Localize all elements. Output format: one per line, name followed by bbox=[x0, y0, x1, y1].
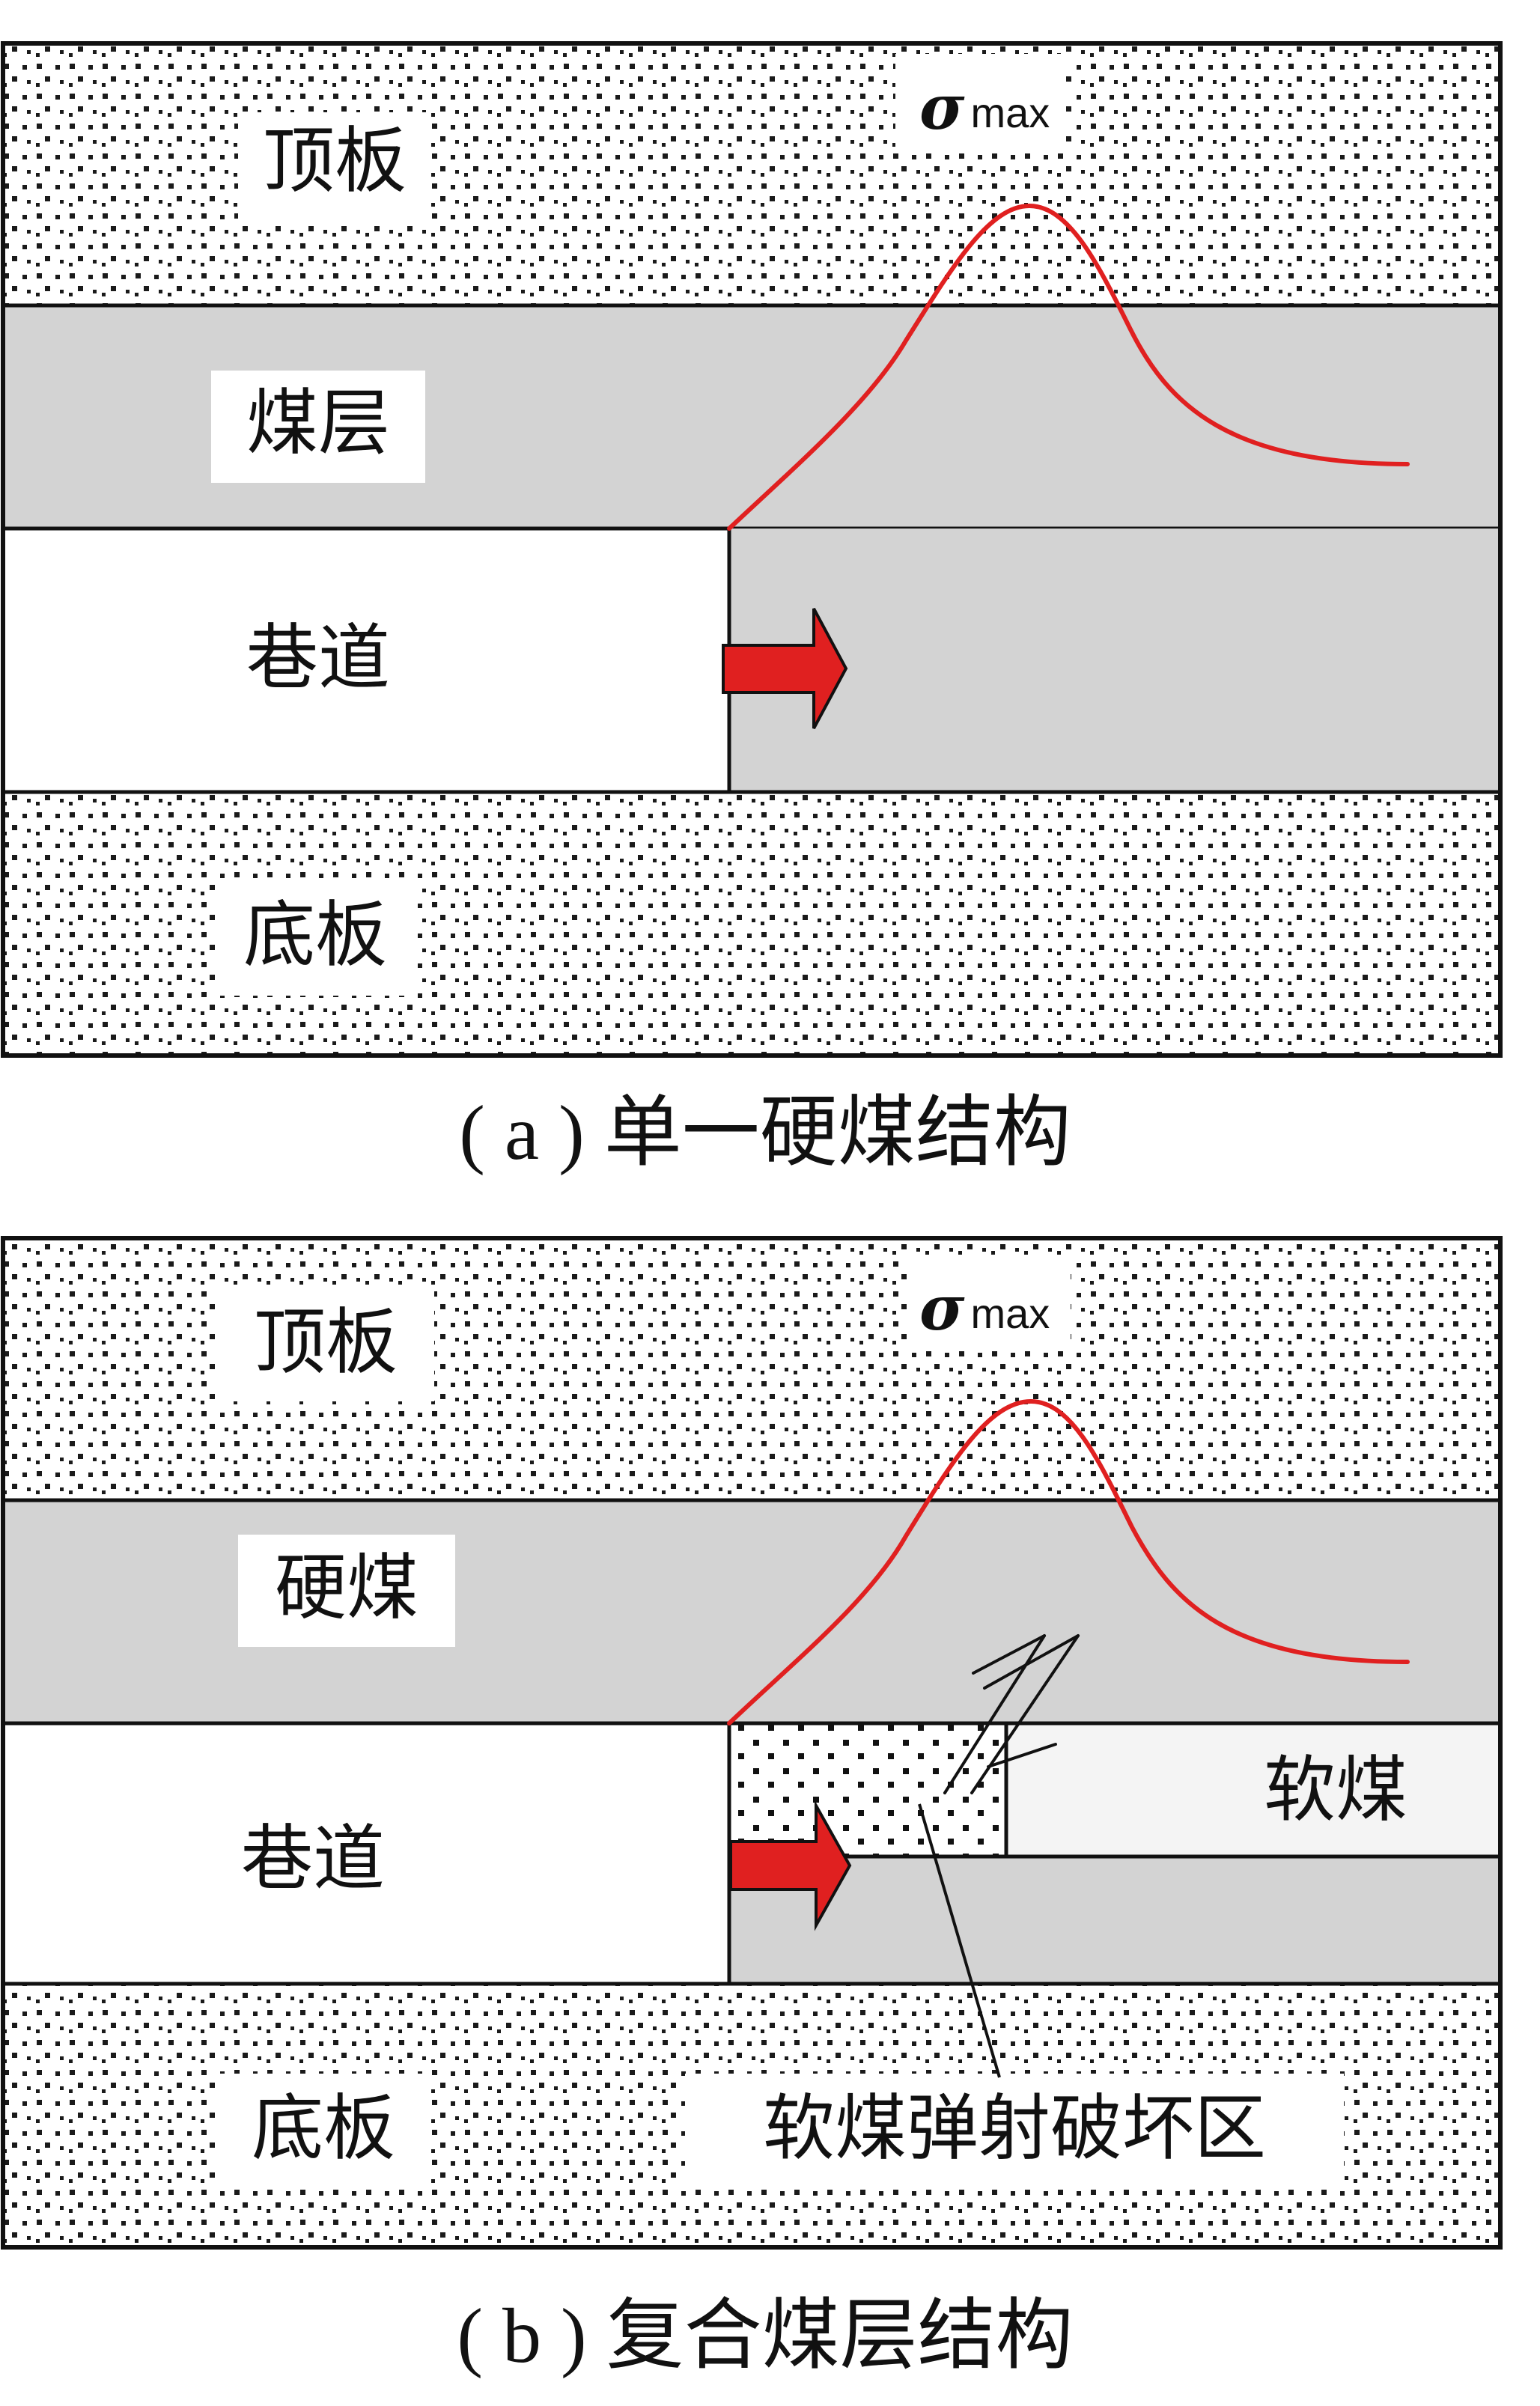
stress-curve bbox=[727, 203, 1410, 531]
roadway bbox=[1, 1721, 731, 1986]
panel-a-border bbox=[1, 41, 1503, 1058]
hard-coal-label-box bbox=[238, 1535, 455, 1647]
roof-label: 顶板 bbox=[263, 119, 407, 203]
roadway-label: 巷道 bbox=[246, 616, 390, 700]
fracture-icon bbox=[943, 1634, 1080, 1794]
coal-label: 煤层 bbox=[246, 381, 390, 465]
stress-label-box bbox=[912, 1255, 1071, 1349]
roadway bbox=[1, 526, 731, 794]
failure-zone-label: 软煤弹射破坏区 bbox=[763, 2086, 1266, 2170]
floor-label: 底板 bbox=[252, 2086, 395, 2170]
roof-label-box bbox=[238, 112, 431, 225]
failure-zone-leader-line bbox=[918, 1803, 1001, 2078]
panel-b-border bbox=[1, 1236, 1503, 2250]
soft-coal-layer bbox=[1004, 1721, 1503, 1859]
stress-symbol: σ bbox=[919, 1273, 965, 1344]
stress-symbol: σ bbox=[919, 72, 965, 144]
roof-label: 顶板 bbox=[254, 1300, 398, 1384]
right-arrow-icon bbox=[729, 1800, 852, 1931]
floor-label: 底板 bbox=[243, 893, 387, 977]
caption-b: ( b ) 复合煤层结构 bbox=[457, 2293, 1073, 2379]
roof-stratum bbox=[3, 43, 1500, 305]
roadway-label: 巷道 bbox=[241, 1817, 385, 1901]
stress-subscript: max bbox=[970, 89, 1050, 136]
floor-label-box bbox=[219, 2074, 428, 2186]
hard-coal-label: 硬煤 bbox=[275, 1546, 419, 1630]
right-arrow-icon bbox=[722, 608, 848, 729]
stress-curve bbox=[727, 1398, 1410, 1726]
caption-a: ( a ) 单一硬煤结构 bbox=[459, 1090, 1071, 1176]
roof-label-box bbox=[217, 1289, 434, 1401]
soft-coal-failure-zone-dots bbox=[727, 1721, 1008, 1859]
soft-coal-label: 软煤 bbox=[1264, 1748, 1407, 1832]
stress-subscript: max bbox=[970, 1290, 1050, 1337]
coal-label-box bbox=[211, 371, 425, 483]
failure-zone-label-box bbox=[685, 2074, 1344, 2186]
floor-label-box bbox=[217, 883, 413, 996]
stress-label-box bbox=[895, 54, 1065, 151]
coal-ahead-of-face bbox=[729, 529, 1500, 792]
hard-coal-seam bbox=[1, 1498, 1503, 1726]
